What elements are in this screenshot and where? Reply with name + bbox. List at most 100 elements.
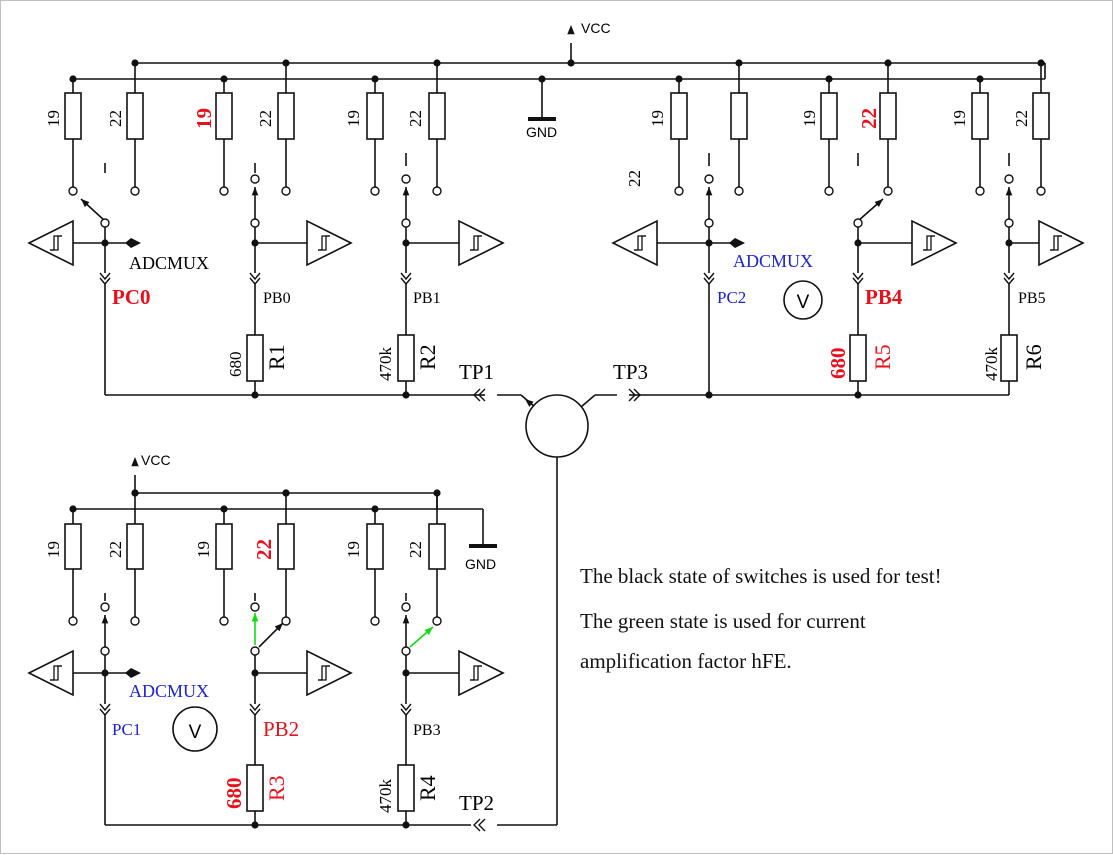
junction-dot (1005, 239, 1013, 247)
connector-chevron (703, 277, 715, 286)
junction-dot (433, 489, 441, 497)
switch-contact (250, 646, 260, 656)
arrow-head (874, 199, 883, 208)
adcmux-label-2: ADCMUX (733, 251, 813, 271)
arrow-head (131, 457, 139, 467)
resistor-19-label: 19 (344, 110, 363, 127)
connector-chevron (400, 272, 412, 281)
resistor (849, 334, 867, 382)
connector-chevron (99, 708, 111, 717)
note-line-3: amplification factor hFE. (580, 649, 792, 673)
junction-dot (1037, 59, 1045, 67)
schmitt-trigger-buffer (458, 219, 505, 267)
junction-dot (884, 59, 892, 67)
junction-dot (69, 505, 77, 513)
arrow-head (251, 613, 259, 622)
switch-contact (100, 602, 110, 612)
junction-dot (976, 75, 984, 83)
resistor (366, 523, 384, 570)
voltmeter (172, 706, 218, 752)
arrow-head (251, 187, 259, 196)
vcc-label-bottom: VCC (141, 452, 171, 468)
junction-dot (220, 505, 228, 513)
switch-contact (250, 602, 260, 612)
switch-contact (883, 186, 893, 196)
connector-chevron (400, 703, 412, 712)
schmitt-trigger-buffer (1038, 219, 1085, 267)
junction-dot (854, 239, 862, 247)
hysteresis-glyph (318, 665, 330, 681)
port-pb0: PB0 (263, 290, 291, 307)
resistor (730, 92, 748, 140)
resistor (215, 523, 233, 570)
resistor (1032, 92, 1050, 140)
resistor (277, 92, 295, 140)
resistor-r5-value: 680 (826, 348, 850, 380)
resistor (820, 92, 838, 140)
schmitt-trigger-buffer (458, 649, 505, 697)
connector-chevron (478, 818, 486, 832)
resistor (1000, 334, 1018, 382)
switch-contact (130, 616, 140, 626)
port-pb4: PB4 (865, 285, 903, 309)
switch-contact (704, 174, 714, 184)
connector-chevron (1003, 272, 1015, 281)
junction-dot (402, 391, 410, 399)
resistor (246, 764, 264, 812)
hysteresis-glyph (634, 235, 646, 251)
note-line-2: The green state is used for current (580, 609, 866, 633)
adcmux-label-3: ADCMUX (129, 681, 209, 701)
junction-dot (282, 59, 290, 67)
switch-contact (853, 218, 863, 228)
resistor-22-label: 22 (1012, 110, 1031, 127)
resistor-22-label: 22 (256, 110, 275, 127)
resistor-r1-value: 680 (226, 352, 245, 378)
port-pb1: PB1 (413, 290, 441, 307)
switch-contact (100, 218, 110, 228)
port-pb5: PB5 (1018, 290, 1046, 307)
voltmeter-label: V (189, 722, 202, 743)
connector-chevron (852, 272, 864, 281)
port-pc0: PC0 (112, 285, 151, 309)
components (27, 25, 1085, 832)
connector-chevron (249, 708, 261, 717)
arrow-head (402, 187, 410, 196)
transistor-body (525, 394, 589, 458)
switch-contact (1004, 174, 1014, 184)
testpoint-tp1: TP1 (459, 360, 494, 384)
switch-contact (401, 602, 411, 612)
resistor-19-label: 19 (648, 110, 667, 127)
resistor-r5-name: R5 (870, 344, 895, 370)
junction-dot (567, 59, 575, 67)
connector-chevron (99, 272, 111, 281)
junction-dot (131, 59, 139, 67)
resistor-19-label: 19 (194, 541, 213, 558)
port-pb2: PB2 (263, 717, 299, 741)
arrow-head (274, 623, 283, 632)
junction-dot (282, 489, 290, 497)
resistor-r4-name: R4 (415, 775, 440, 801)
hysteresis-glyph (318, 235, 330, 251)
arrow-head (567, 25, 575, 35)
switch-contact (674, 186, 684, 196)
junction-dot (825, 75, 833, 83)
connector-chevron (400, 277, 412, 286)
connector-chevron (400, 708, 412, 717)
switch-contact (281, 616, 291, 626)
resistor-r6-value: 470k (982, 347, 1001, 382)
junction-dot (705, 391, 713, 399)
resistor-r4-value: 470k (376, 779, 395, 814)
schmitt-trigger-buffer (27, 649, 74, 697)
schmitt-trigger-buffer (27, 219, 74, 267)
connector-chevron (703, 272, 715, 281)
resistor-r3-value: 680 (222, 778, 246, 810)
junction-dot (101, 239, 109, 247)
resistor-22-label: 22 (106, 541, 125, 558)
connector-chevron (249, 277, 261, 286)
arrow-head (705, 187, 713, 196)
junction-dot (220, 75, 228, 83)
adc-arrow (125, 238, 141, 248)
switch-contact (824, 186, 834, 196)
junction-dot (705, 239, 713, 247)
